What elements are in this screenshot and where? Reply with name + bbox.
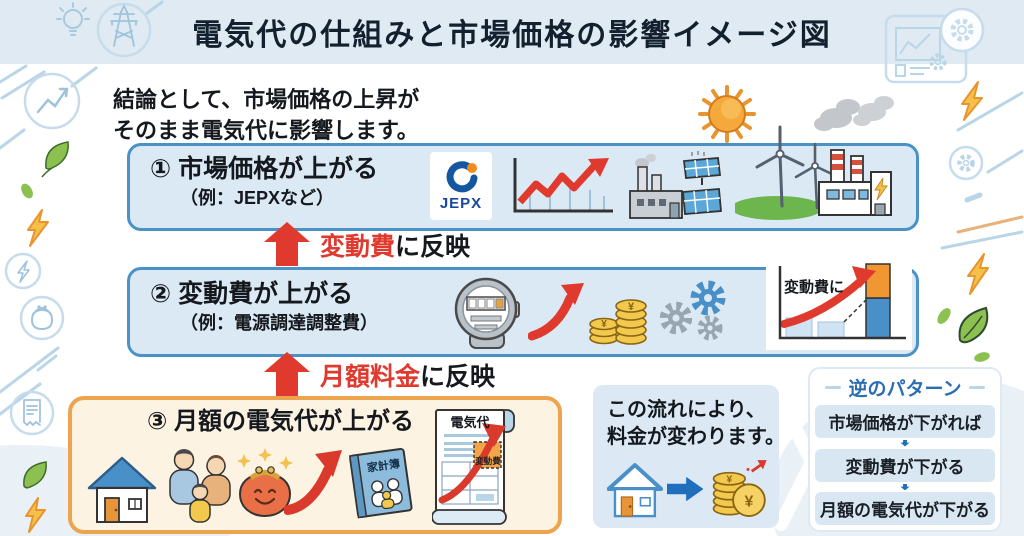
step2-example: （例：電源調達調整費）: [180, 312, 378, 333]
market-chart-icon: [513, 158, 613, 213]
up-arrow-1: [264, 222, 310, 266]
reverse-step-1: 市場価格が下がれば: [815, 405, 995, 438]
lightning-bolt-icon: [961, 81, 983, 121]
yen-coins-icon: ¥ ¥: [713, 460, 767, 517]
step1-heading: ① 市場価格が上がる: [150, 155, 379, 183]
jepx-label: JEPX: [439, 195, 483, 212]
arrow2-rest: に反映: [420, 363, 496, 391]
arrow1-highlight: 変動費: [320, 233, 396, 261]
sun-icon: [698, 85, 756, 143]
house-icon: [87, 456, 157, 523]
purse-circle-icon: [19, 295, 65, 341]
ledger-title: 家計簿: [366, 456, 401, 474]
flow-result-box: この流れにより、 料金が変わります。 ¥: [593, 385, 785, 528]
step1-box: ① 市場価格が上がる （例：JEPXなど） JEPX: [127, 125, 919, 231]
house-icon: [607, 463, 663, 518]
page-title: 電気代の仕組みと市場価格の影響イメージ図: [192, 19, 832, 52]
wind-powerplant-icon: [735, 125, 892, 220]
step1-example: （例：JEPXなど）: [180, 187, 335, 208]
up-arrow-shaft: [276, 372, 298, 396]
step2-heading: ② 変動費が上がる: [150, 280, 354, 308]
arrow-down-icon: [900, 440, 910, 447]
coin-stack-icon: ¥ ¥: [589, 299, 647, 345]
electric-meter-icon: [454, 277, 520, 349]
coin-symbol: ¥: [628, 301, 635, 313]
jepx-logo: JEPX: [430, 152, 492, 220]
leaf-icon: [23, 461, 47, 489]
electricity-bill-icon: 電気代 変動費: [432, 409, 515, 525]
step3-heading: ③ 月額の電気代が上がる: [147, 408, 414, 435]
title-dash: [968, 386, 985, 389]
up-arrow-head: [264, 222, 310, 242]
title-band: 電気代の仕組みと市場価格の影響イメージ図: [0, 0, 1024, 64]
lightbulb-icon: [56, 2, 90, 36]
receipt-circle-icon: [9, 390, 55, 436]
up-arrow-shaft: [276, 242, 298, 266]
conclusion-line-1: 結論として、市場価格の上昇が: [113, 87, 420, 112]
transmission-tower-icon: [96, 2, 152, 58]
reverse-step-2: 変動費が下がる: [815, 448, 995, 482]
lightning-circle-icon: [4, 252, 42, 290]
family-icon: [169, 449, 231, 523]
rising-arrow-icon: [528, 283, 584, 341]
flow-note-line2: 料金が変わります。: [607, 426, 785, 448]
jepx-swirl-icon: [446, 161, 478, 193]
leaf-icon: [21, 141, 69, 199]
dashboard-sketch-icon: [884, 7, 985, 84]
coin-symbol: ¥: [601, 319, 607, 330]
reverse-pattern-panel: 逆のパターン 市場価格が下がれば 変動費が下がる 月額の電気代が下がる: [808, 367, 1002, 532]
smoke-cloud: [814, 96, 894, 131]
arrow1-label: 変動費に反映: [320, 227, 470, 263]
coin-symbol: ¥: [727, 474, 733, 485]
conclusion-line-2: そのまま電気代に影響します。: [113, 118, 419, 144]
lightning-bolt-icon: [27, 209, 49, 247]
arrow-down-icon: [900, 483, 910, 490]
step3-box: ③ 月額の電気代が上がる: [68, 396, 562, 534]
coin-purse-icon: [237, 448, 293, 518]
reverse-step-3: 月額の電気代が下がる: [815, 492, 995, 525]
speed-lines: [0, 0, 1024, 416]
conclusion-text: 結論として、市場価格の上昇が そのまま電気代に影響します。: [113, 84, 419, 146]
household-ledger-icon: 家計簿: [348, 447, 413, 519]
up-arrow-head: [264, 352, 310, 372]
arrow2-highlight: 月額料金: [320, 363, 421, 391]
lightning-bolt-icon: [967, 253, 989, 295]
up-arrow-2: [264, 352, 310, 396]
arrow2-label: 月額料金に反映: [320, 357, 495, 393]
variable-cost-chart: 変動費に: [766, 260, 912, 350]
flow-note-line1: この流れにより、: [607, 399, 766, 421]
rising-arrow-icon: [284, 450, 342, 515]
factory-solar-icon: [629, 151, 722, 219]
step2-box: ② 変動費が上がる （例：電源調達調整費） ¥ ¥: [127, 260, 919, 357]
variable-cost-chart-label: 変動費に: [784, 279, 845, 296]
title-dash: [825, 386, 842, 389]
trend-chart-icon: [23, 72, 81, 130]
arrow1-rest: に反映: [395, 233, 471, 261]
coin-symbol: ¥: [745, 494, 754, 511]
lightning-bolt-icon: [25, 497, 46, 533]
gear-circle-icon: [948, 145, 984, 181]
gears-icon: [659, 280, 726, 341]
speed-line-orange: [956, 215, 1024, 234]
reverse-title: 逆のパターン: [848, 379, 962, 400]
leaf-icon: [937, 306, 990, 362]
arrow-right-icon: [666, 476, 704, 502]
bill-item-label: 変動費: [475, 456, 501, 466]
bill-title: 電気代: [450, 415, 489, 430]
